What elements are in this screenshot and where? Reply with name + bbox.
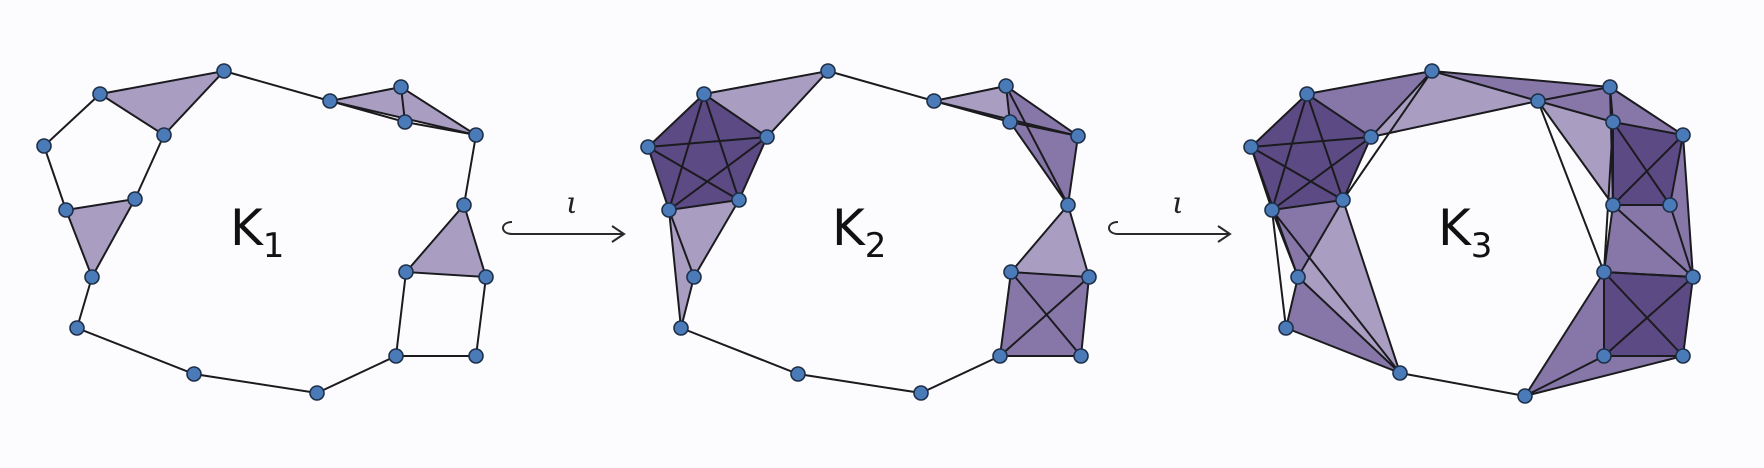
k1-label: K1 [230, 199, 284, 266]
k3-label: K3 [1438, 199, 1492, 266]
k2-triangle-top [704, 71, 828, 137]
iota-symbol-1: ι [566, 186, 578, 221]
k2-triangle-right-upper [1006, 86, 1078, 205]
k3-left-lower [1298, 200, 1400, 373]
k1-triangle-top-left [100, 71, 224, 135]
inclusion-arrow-2: ι [1108, 186, 1232, 243]
k3-right-dark [1613, 122, 1683, 205]
iota-symbol-2: ι [1172, 186, 1184, 221]
k2-triangle-right-mid [1011, 205, 1089, 277]
k2-triangle-left [669, 200, 739, 277]
k3-vertices [1243, 63, 1701, 404]
k1-vertices [36, 63, 494, 401]
complex-k2: K2 [640, 63, 1097, 401]
k1-triangle-right [406, 205, 486, 277]
k3-top-right-cap [1432, 71, 1610, 101]
k3-top-band [1371, 71, 1538, 137]
k1-triangle-left [66, 199, 135, 277]
complex-k1: K1 [36, 63, 494, 401]
k2-label: K2 [832, 199, 886, 266]
complex-k3: K3 [1243, 63, 1701, 404]
inclusion-arrow-1: ι [502, 186, 626, 243]
k2-vertices [640, 63, 1097, 401]
